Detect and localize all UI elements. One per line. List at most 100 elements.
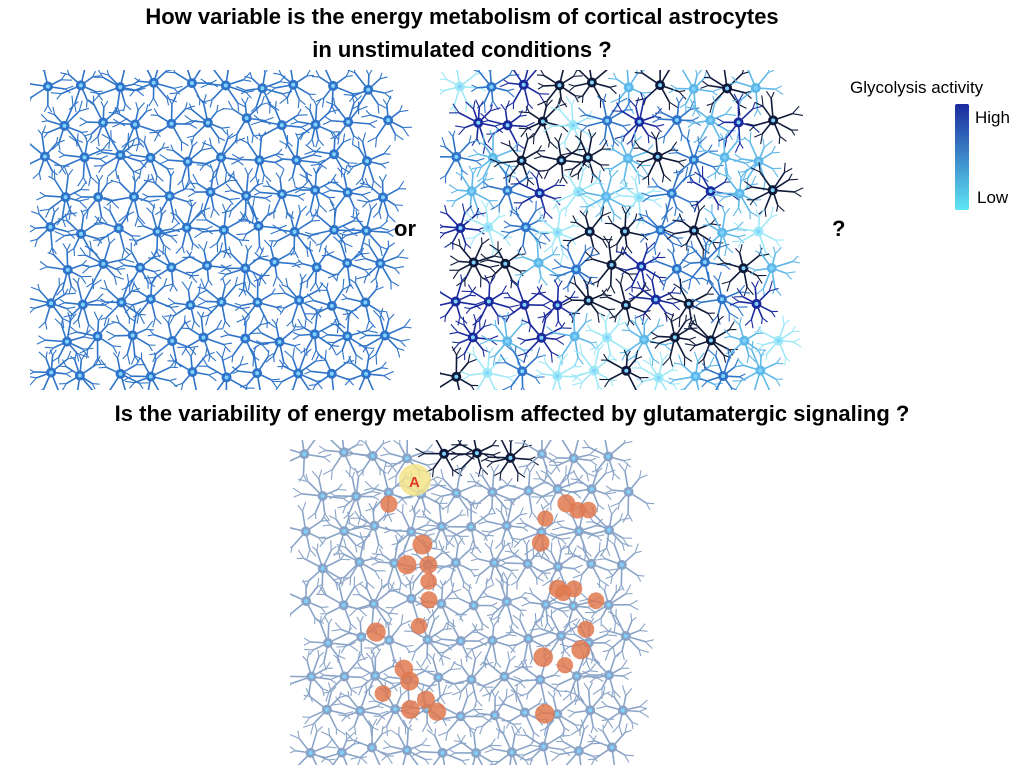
astrocyte [321,234,372,293]
astrocyte [583,504,633,557]
astrocyte [478,498,529,550]
glutamatergic-network: A [290,440,660,765]
astrocyte [440,346,479,390]
astrocyte [329,467,382,525]
ion-sphere [394,659,414,679]
astrocyte [319,509,371,559]
astrocyte [250,317,304,370]
astrocyte [619,315,674,366]
astrocyte [576,93,633,150]
astrocyte [666,278,715,328]
astrocyte [461,274,520,330]
astrocyte [754,315,802,366]
astrocyte [290,577,329,625]
astrocyte [440,130,485,184]
ion-sphere [428,702,447,721]
astrocyte [460,346,517,390]
astrocyte [30,277,76,330]
astrocyte [159,199,213,255]
astrocyte [182,241,232,289]
ion-sphere [531,533,550,552]
astrocyte [449,99,504,154]
astrocyte [317,440,373,480]
astrocyte [58,277,114,335]
astrocyte [650,312,698,368]
astrocyte [681,236,731,290]
astrocyte [99,273,146,327]
astrocyte [122,352,179,390]
astrocyte [731,206,784,260]
astrocyte [480,440,540,482]
astrocyte [333,532,386,590]
astrocyte [560,129,611,184]
astrocyte [494,684,548,743]
heading-line-1: How variable is the energy metabolism of… [145,4,779,29]
astrocyte [634,70,687,111]
legend-low-label: Low [977,188,1009,207]
astrocyte [404,609,458,667]
astrocyte [411,652,465,705]
astrocyte [341,276,386,330]
astrocyte [571,340,617,390]
ion-sphere [410,617,428,635]
astrocyte [236,197,288,253]
astrocyte [57,351,106,390]
astrocyte [197,276,250,329]
astrocyte [431,535,479,589]
stimulus-glow [399,464,431,496]
astrocyte [536,70,583,111]
astrocyte [108,101,165,152]
astrocyte [443,497,496,554]
astrocyte [633,131,687,186]
astrocyte [432,619,488,663]
astrocyte [585,312,633,362]
astrocyte [177,311,233,362]
astrocyte [603,462,655,523]
astrocyte [218,244,270,297]
astrocyte [222,95,274,144]
astrocyte [517,310,572,363]
astrocyte [290,501,329,559]
astrocyte [587,723,634,765]
ion-sphere [565,580,583,598]
astrocyte [552,162,607,217]
astrocyte [633,203,686,255]
astrocyte [495,345,546,390]
astrocyte [276,273,327,328]
astrocyte [548,440,600,488]
astrocyte [317,649,370,702]
ion-sphere [412,534,433,555]
astrocyte [149,94,198,151]
astrocyte [198,347,255,390]
astrocyte [599,608,654,661]
astrocyte [187,163,240,218]
astrocyte [430,464,482,517]
astrocyte [30,70,74,113]
astrocyte [39,243,92,296]
astrocyte [700,70,752,116]
astrocyte [440,274,485,326]
astrocyte [304,130,358,178]
astrocyte [467,127,522,189]
ion-sphere [557,494,576,513]
astrocyte [440,203,488,253]
uniform-network-drawing [30,70,412,390]
astrocyte [599,349,649,390]
astrocyte [599,274,652,327]
astrocyte [290,723,337,765]
astrocyte [368,681,421,736]
astrocyte [471,70,520,114]
astrocyte [357,308,412,365]
astrocyte [303,615,359,671]
astrocyte [30,205,78,255]
astrocyte [346,500,404,554]
astrocyte [746,91,804,145]
ion-sphere [535,704,555,724]
astrocyte [651,95,702,144]
astrocyte [182,94,230,144]
heading-line-2: in unstimulated conditions ? [312,37,612,62]
astrocyte [702,204,747,262]
astrocyte [683,313,738,370]
astrocyte [466,464,520,517]
astrocyte [231,131,284,187]
